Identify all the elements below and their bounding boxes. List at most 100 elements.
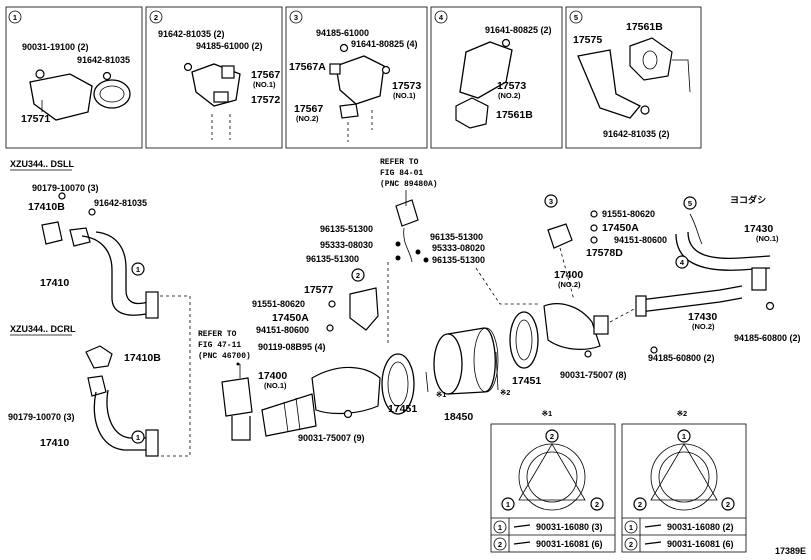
part-label: 90119-08B95 (4)	[258, 342, 326, 352]
part-label: 91642-81035	[94, 198, 147, 208]
rubber-mount-part	[221, 65, 235, 79]
callout-group: 1 2 3 4 5 1	[131, 194, 697, 444]
part-label: 17400	[258, 370, 287, 382]
part-label: 17567	[294, 103, 323, 115]
callout-number: 2	[550, 432, 554, 441]
refer-to-note: REFER TO	[380, 158, 419, 167]
box-1: 1 90031-19100 (2) 91642-81035 17571	[5, 6, 143, 149]
bolt-icon	[35, 69, 45, 79]
bolt-icon	[328, 300, 336, 308]
rubber-mount-part	[455, 97, 489, 129]
gasket-right	[509, 311, 539, 369]
part-label: 90031-19100 (2)	[22, 42, 89, 52]
bolt-icon	[765, 301, 775, 311]
box-3: 3 94185-61000 91641-80825 (4) 17567A 175…	[285, 6, 428, 149]
part-label: 96135-51300	[430, 232, 483, 242]
bolt-icon	[513, 524, 531, 545]
callout-number: 4	[680, 258, 685, 267]
part-label: 17430	[688, 311, 717, 323]
gasket-left	[381, 353, 415, 415]
flange-part	[145, 429, 159, 457]
part-label: 17575	[573, 34, 602, 46]
box-4: 4 91641-80825 (2) 17573 (NO.2) 17561B	[430, 6, 563, 149]
part-label: 17451	[388, 403, 417, 415]
converter-no2	[543, 210, 609, 358]
gasket-part	[41, 221, 63, 245]
part-label: (NO.1)	[253, 80, 276, 89]
part-label: 17567	[251, 69, 280, 81]
part-label: (NO.2)	[296, 114, 319, 123]
part-label: 17410B	[124, 352, 161, 364]
bolt-icon	[339, 43, 349, 53]
bracket-part	[335, 55, 385, 105]
refer-to-note: FIG 47-11	[198, 341, 241, 350]
part-label: 94151-80600	[256, 325, 309, 335]
bolt-icon	[381, 65, 391, 75]
legend-right: ※2 1 2 2 1 2 90031-16080 (2) 90031-16081…	[621, 409, 747, 553]
part-label: 91551-80620	[252, 299, 305, 309]
callout-number: 5	[688, 199, 692, 208]
bolt-icon	[590, 210, 598, 218]
part-label: 94151-80600	[614, 235, 667, 245]
part-label: 17577	[304, 284, 333, 296]
part-label: 17571	[21, 113, 50, 125]
legend-number: 1	[498, 523, 502, 532]
part-label: 94185-61000	[316, 28, 369, 38]
part-label: 17567A	[289, 61, 326, 73]
part-label: (NO.2)	[692, 322, 715, 331]
part-label: 91642-81035 (2)	[603, 129, 670, 139]
part-label: 96135-51300	[432, 255, 485, 265]
converter-no1	[221, 364, 381, 441]
legend-part: 90031-16080 (3)	[536, 522, 603, 532]
bolt-icon	[644, 524, 662, 545]
box-number: 1	[13, 13, 17, 22]
part-label: 17400	[554, 269, 583, 281]
callout-number: 1	[506, 500, 510, 509]
bolt-icon	[58, 192, 66, 200]
legend-title: ※2	[677, 409, 687, 418]
part-label: (NO.2)	[558, 280, 581, 289]
refer-to-note: (PNC 89480A)	[380, 180, 438, 189]
bolt-icon	[590, 224, 598, 232]
silencer-18450	[425, 327, 499, 395]
bracket-part	[577, 49, 642, 119]
callout-number: 2	[595, 500, 599, 509]
bolt-icon	[640, 105, 650, 115]
callout-number: 3	[549, 197, 553, 206]
callout-number: 1	[136, 265, 140, 274]
box-5: 5 17575 17561B 91642-81035 (2)	[565, 6, 702, 149]
part-label: 91551-80620	[602, 209, 655, 219]
bracket-part	[191, 63, 241, 107]
legend-part: 90031-16081 (6)	[536, 539, 603, 549]
refer-to-note: FIG 84-01	[380, 169, 423, 178]
refer-to-note: REFER TO	[198, 330, 237, 339]
legend-left: ※1 2 1 2 1 2 90031-16080 (3) 90031-16081…	[490, 409, 616, 553]
box-number: 2	[154, 13, 158, 22]
part-label: 95333-08030	[320, 240, 373, 250]
legend-part: 90031-16081 (6)	[667, 539, 734, 549]
callout-number: 2	[726, 500, 730, 509]
callout-number: 2	[356, 271, 360, 280]
legend-title: ※1	[542, 409, 552, 418]
bracket-17577	[326, 287, 379, 332]
box-number: 3	[294, 13, 298, 22]
part-label: 17572	[251, 94, 280, 106]
bolt-icon	[326, 324, 334, 332]
tail-pipe-no2	[635, 285, 775, 354]
bolt-icon	[584, 350, 592, 358]
part-label: 90031-75007 (8)	[560, 370, 627, 380]
part-label: (NO.1)	[393, 91, 416, 100]
bolt-icon	[650, 346, 658, 354]
part-label: 95333-08020	[432, 243, 485, 253]
variant-label-dcr: XZU344.. DCRL	[10, 324, 76, 334]
rubber-mount-part	[629, 37, 673, 81]
flange-part	[145, 291, 159, 319]
part-label: (NO.1)	[756, 234, 779, 243]
rubber-mount-part	[329, 63, 341, 75]
part-label: 17573	[392, 80, 421, 92]
bolt-icon	[343, 409, 353, 419]
diagram-code: 17389E	[775, 546, 806, 556]
footnote-mark: ※1	[436, 390, 446, 399]
tail-pipe-no1	[675, 213, 771, 291]
front-pipe-dcr	[85, 345, 159, 457]
